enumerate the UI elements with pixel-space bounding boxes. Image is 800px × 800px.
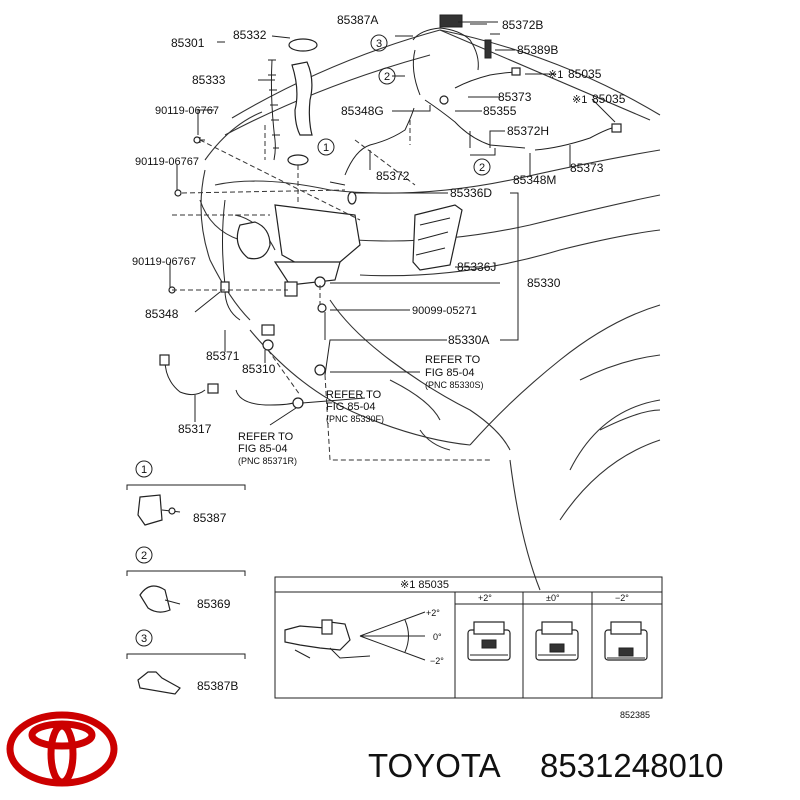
callout-85348: 85348 — [145, 307, 179, 321]
circle-marker-3: 3 — [370, 34, 388, 52]
col-plus-2: +2° — [478, 593, 492, 603]
svg-text:2: 2 — [384, 71, 390, 83]
svg-text:FIG 85-04: FIG 85-04 — [326, 401, 376, 413]
callout-85348G: 85348G — [341, 104, 384, 118]
refer-note-85330F: REFER TO FIG 85-04 (PNC 85330F) — [326, 389, 384, 424]
part-callouts: 85301 85332 85333 90119-06767 90119-0676… — [132, 13, 626, 436]
callout-85348M: 85348M — [513, 173, 556, 187]
svg-text:FIG 85-04: FIG 85-04 — [425, 367, 475, 379]
toyota-logo — [6, 711, 118, 787]
nozzle-face-plus-2 — [467, 621, 511, 661]
callout-85330: 85330 — [527, 276, 561, 290]
svg-text:REFER TO: REFER TO — [425, 354, 481, 366]
angle-plus-2: +2° — [426, 608, 440, 618]
callout-85035-b: 85035 — [592, 92, 626, 106]
svg-text:2: 2 — [479, 162, 485, 174]
svg-text:3: 3 — [376, 38, 382, 50]
car-body-outline — [199, 29, 661, 591]
part-number: 8531248010 — [540, 747, 724, 784]
col-minus-2: −2° — [615, 593, 629, 603]
callout-85336J: 85336J — [457, 260, 496, 274]
svg-text:(PNC 85330F): (PNC 85330F) — [326, 414, 384, 424]
circle-marker-2b: 2 — [473, 158, 491, 176]
col-zero: ±0° — [546, 593, 560, 603]
circle-marker-1: 1 — [317, 138, 335, 156]
circle-marker-2: 2 — [378, 67, 396, 85]
legend-item-2: 2 85369 — [126, 546, 246, 613]
marker-1a: ※1 — [548, 69, 563, 81]
brand-name: TOYOTA — [368, 747, 501, 784]
callout-85332: 85332 — [233, 28, 267, 42]
svg-text:REFER TO: REFER TO — [238, 431, 294, 443]
svg-text:FIG 85-04: FIG 85-04 — [238, 443, 288, 455]
svg-text:2: 2 — [141, 550, 147, 562]
svg-text:(PNC 85371R): (PNC 85371R) — [238, 456, 297, 466]
callout-85389B: 85389B — [517, 43, 558, 57]
angle-minus-2: −2° — [430, 656, 444, 666]
callout-90119-a: 90119-06767 — [155, 105, 219, 117]
nozzle-face-minus-2 — [604, 621, 648, 661]
figure-code: 852385 — [620, 710, 650, 720]
svg-text:3: 3 — [141, 633, 147, 645]
callout-85373-b: 85373 — [570, 161, 604, 175]
svg-text:1: 1 — [141, 464, 147, 476]
callout-90119-b: 90119-06767 — [135, 156, 199, 168]
inset-85035: ※1 85035 +2° ±0° −2° +2° 0° −2° — [274, 576, 663, 699]
callout-85371: 85371 — [206, 349, 240, 363]
callout-85336D: 85336D — [450, 186, 492, 200]
inset-title: ※1 85035 — [400, 579, 449, 591]
svg-text:(PNC 85330S): (PNC 85330S) — [425, 380, 484, 390]
callout-85372B: 85372B — [502, 18, 543, 32]
callout-85369: 85369 — [197, 597, 231, 611]
callout-85035-a: 85035 — [568, 67, 602, 81]
callout-85317: 85317 — [178, 422, 212, 436]
legend-item-3: 3 85387B — [126, 629, 246, 695]
svg-text:REFER TO: REFER TO — [326, 389, 382, 401]
callout-85301: 85301 — [171, 36, 205, 50]
callout-85387: 85387 — [193, 511, 227, 525]
callout-85387B: 85387B — [197, 679, 238, 693]
marker-1b: ※1 — [572, 94, 587, 106]
callout-85310: 85310 — [242, 362, 276, 376]
callout-85373-a: 85373 — [498, 90, 532, 104]
callout-85330A: 85330A — [448, 333, 489, 347]
callout-85387A: 85387A — [337, 13, 378, 27]
callout-85372H: 85372H — [507, 124, 549, 138]
svg-text:1: 1 — [323, 142, 329, 154]
leader-lines — [169, 21, 616, 461]
washer-assembly — [159, 14, 622, 409]
callout-90099: 90099-05271 — [412, 305, 477, 317]
legend-item-1: 1 85387 — [126, 460, 246, 526]
callout-85333: 85333 — [192, 73, 226, 87]
callout-85372: 85372 — [376, 169, 410, 183]
callout-85355: 85355 — [483, 104, 517, 118]
angle-zero: 0° — [433, 632, 442, 642]
nozzle-face-zero — [535, 621, 579, 661]
refer-note-85371R: REFER TO FIG 85-04 (PNC 85371R) — [238, 431, 297, 466]
refer-note-85330S: REFER TO FIG 85-04 (PNC 85330S) — [425, 354, 484, 390]
callout-90119-c: 90119-06767 — [132, 256, 196, 268]
